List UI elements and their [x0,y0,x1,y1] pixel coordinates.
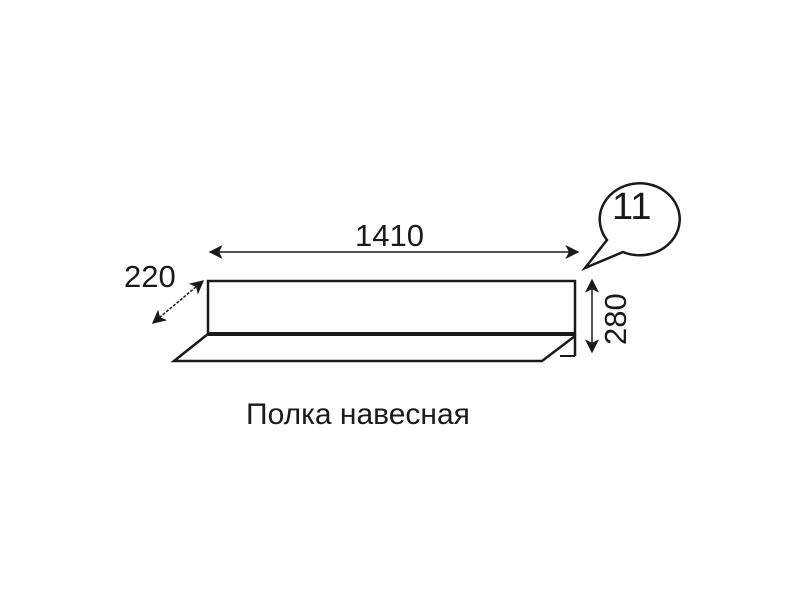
shelf-board [170,333,577,363]
height-dimension-label: 280 [598,293,633,345]
item-number-label: 11 [612,186,652,228]
item-number-callout-icon [581,182,681,272]
shelf-back-panel [206,279,577,336]
drawing-caption: Полка навесная [246,398,470,431]
depth-dimension-label: 220 [124,259,176,294]
width-dimension-label: 1410 [355,218,424,253]
depth-dimension-line [151,280,205,324]
